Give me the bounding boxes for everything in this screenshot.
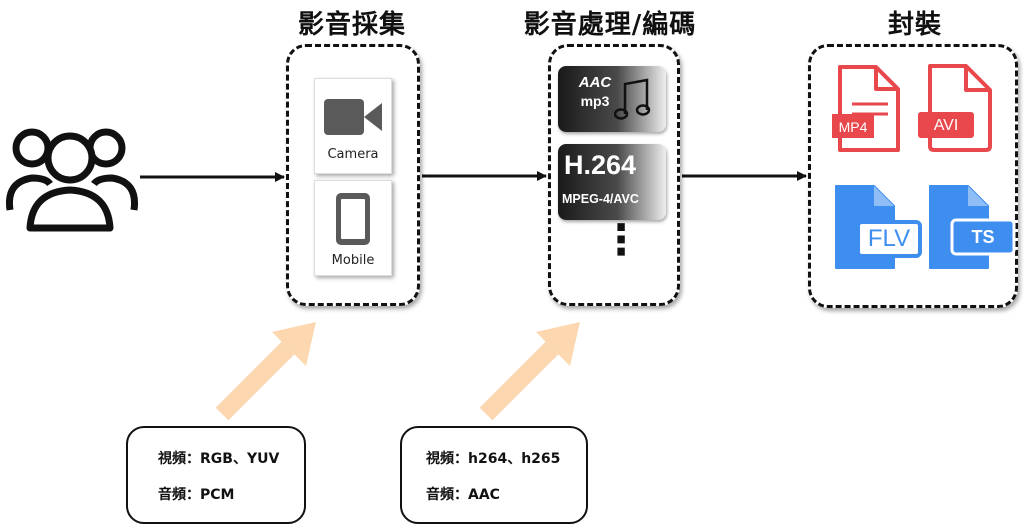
process-stage-box <box>548 44 680 306</box>
codec-card-audio: AAC mp3 <box>558 66 666 132</box>
stage-title-package: 封裝 <box>887 10 942 40</box>
file-avi-label: AVI <box>933 117 959 134</box>
file-ts-icon <box>929 185 1016 269</box>
more-codecs-ellipsis: ⋮ <box>600 215 642 264</box>
users-icon <box>5 128 139 232</box>
file-ts-label: TS <box>971 227 995 247</box>
capture-stage-box <box>286 44 420 306</box>
hint-arrow-capture <box>215 322 316 421</box>
stage-title-capture: 影音採集 <box>297 10 406 40</box>
file-mp4-icon <box>832 65 900 152</box>
music-note-icon <box>614 78 651 120</box>
info-capture-audio: 音頻：PCM <box>158 487 235 503</box>
hint-arrow-process <box>479 322 580 421</box>
audio-codec-mp3: mp3 <box>580 93 610 109</box>
info-box-process: 視頻：h264、h265 音頻：AAC <box>400 426 588 524</box>
codec-card-video: H.264 MPEG-4/AVC <box>558 144 666 220</box>
video-codec-mpeg4-avc: MPEG-4/AVC <box>562 192 639 206</box>
video-camera-icon <box>324 99 382 135</box>
device-card-mobile: Mobile <box>314 180 392 276</box>
package-stage-box <box>808 44 1018 308</box>
stage-title-process: 影音處理/編碼 <box>523 10 697 40</box>
info-process-video: 視頻：h264、h265 <box>426 451 561 467</box>
file-flv-label: FLV <box>867 225 911 252</box>
device-label-camera: Camera <box>327 147 379 162</box>
device-card-camera: Camera <box>314 78 392 174</box>
info-process-audio: 音頻：AAC <box>426 487 500 503</box>
mobile-phone-icon <box>336 193 370 245</box>
file-flv-icon <box>835 185 922 269</box>
file-mp4-label: MP4 <box>838 119 868 135</box>
info-box-capture: 視頻：RGB、YUV 音頻：PCM <box>126 426 306 524</box>
audio-codec-aac: AAC <box>578 74 612 91</box>
device-label-mobile: Mobile <box>331 253 375 268</box>
info-capture-video: 視頻：RGB、YUV <box>158 451 280 467</box>
file-avi-icon <box>918 64 992 152</box>
video-codec-h264: H.264 <box>564 150 637 180</box>
